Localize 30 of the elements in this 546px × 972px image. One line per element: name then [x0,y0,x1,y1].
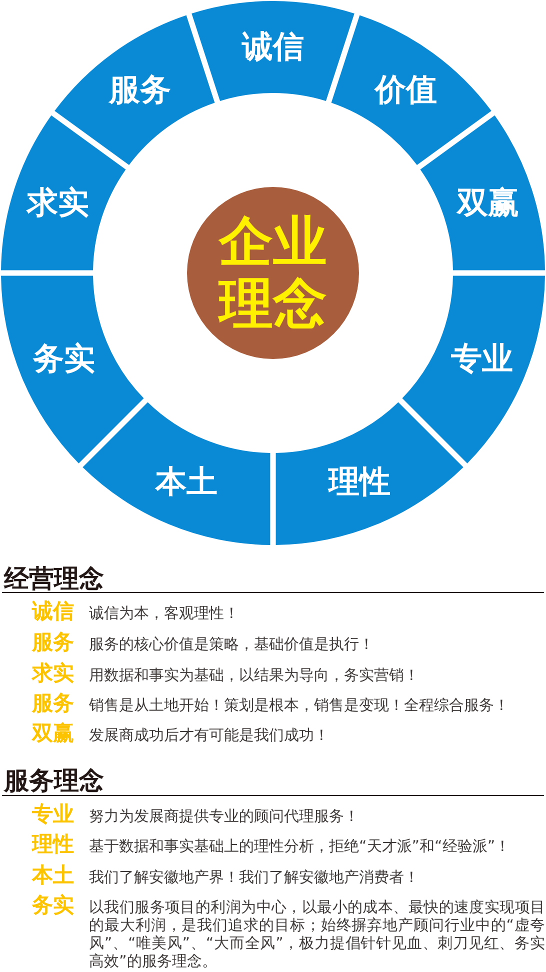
description-text: 用数据和事实为基础，以结果为导向，务实营销！ [89,666,420,684]
section-heading: 经营理念 [4,564,104,594]
keyword: 服务 [32,629,74,655]
segment-label: 诚信 [242,30,304,64]
keyword: 专业 [32,801,74,827]
keyword: 诚信 [32,598,74,624]
segment-label: 理性 [328,464,390,499]
segment-label: 求实 [27,186,90,220]
circle-label: 企业理念 [217,211,328,335]
segment-label: 双赢 [456,186,519,220]
description-text: 基于数据和事实基础上的理性分析，拒绝“天才派”和“经验派”！ [89,837,512,855]
keyword: 务实 [32,892,74,918]
keyword: 双赢 [32,720,74,746]
keyword: 求实 [32,660,74,686]
description-text: 努力为发展商提供专业的顾问代理服务！ [89,807,360,825]
keyword: 本土 [32,862,74,888]
description-text: 服务的核心价值是策略，基础价值是执行！ [89,635,375,653]
keyword: 服务 [32,690,74,716]
description-text: 销售是从土地开始！策划是根本，销售是变现！全程综合服务！ [89,696,510,714]
description-text: 发展商成功后才有可能是我们成功！ [89,726,330,744]
description-text: 我们了解安徽地产界！我们了解安徽地产消费者！ [89,868,420,886]
section-heading: 服务理念 [4,766,104,796]
segment-label: 服务 [109,73,172,108]
segment-label: 专业 [450,342,513,376]
segment-label: 本土 [156,464,218,499]
segment-label: 价值 [374,73,437,108]
description-text: 诚信为本，客观理性！ [89,604,240,622]
keyword: 理性 [32,831,74,857]
segment-label: 务实 [33,342,96,376]
description-text: 以我们服务项目的利润为中心，以最小的成本、最快的速度实现项目的最大利润，是我们追求的目标；始终摒弃地产顾问行业中的“虚夸风”、“唯美风”、“大而全风”，极力提倡针针见血、刺刀见红、务实高效”的服务理念。 [89,898,545,970]
